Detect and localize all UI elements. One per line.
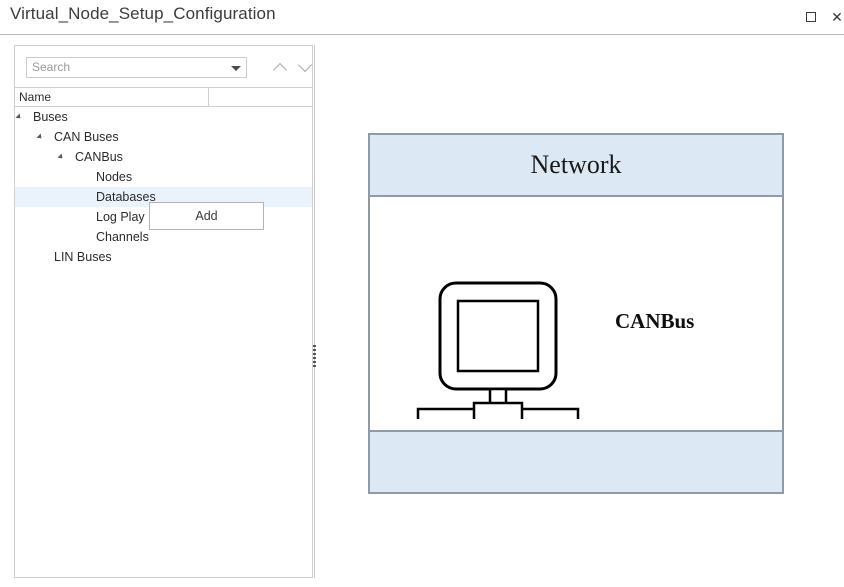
tree-item-label: Databases — [96, 190, 156, 204]
search-prev-button[interactable] — [271, 58, 290, 78]
tree-item-lin-buses[interactable]: LIN Buses — [15, 247, 312, 267]
tree-item-can-buses[interactable]: CAN Buses — [15, 127, 312, 147]
network-diagram-footer — [370, 430, 782, 492]
panel-splitter[interactable] — [313, 45, 316, 578]
tree-item-log-play[interactable]: Log Play — [15, 207, 312, 227]
tree-item-label: CANBus — [75, 150, 123, 164]
tree-expander-icon[interactable] — [57, 153, 65, 161]
tree-expander-icon[interactable] — [36, 133, 44, 141]
tree-column-header: Name — [15, 88, 312, 107]
title-bar: Virtual_Node_Setup_Configuration ✕ — [0, 0, 844, 34]
chevron-down-icon — [297, 57, 313, 73]
close-button[interactable]: ✕ — [826, 6, 844, 28]
tree-item-label: Channels — [96, 230, 149, 244]
tree-item-nodes[interactable]: Nodes — [15, 167, 312, 187]
column-divider[interactable] — [208, 88, 209, 107]
title-bar-separator — [0, 34, 844, 35]
chevron-down-icon[interactable] — [231, 66, 241, 71]
search-toolbar: Search — [15, 46, 313, 88]
chevron-up-icon — [272, 62, 288, 78]
close-icon: ✕ — [831, 9, 843, 25]
splitter-line — [314, 45, 315, 578]
maximize-button[interactable] — [800, 6, 822, 28]
tree-item-label: Nodes — [96, 170, 133, 184]
network-title: Network — [530, 150, 622, 179]
search-placeholder: Search — [32, 60, 71, 74]
column-header-name: Name — [19, 90, 52, 104]
tree-expander-icon[interactable] — [15, 113, 23, 121]
tree-item-label: Log Play — [96, 210, 145, 224]
tree-item-label: Buses — [33, 110, 68, 124]
search-input[interactable]: Search — [26, 57, 247, 78]
tree-item-canbus[interactable]: CANBus — [15, 147, 312, 167]
maximize-icon — [806, 12, 816, 22]
context-menu[interactable]: Add — [149, 202, 264, 230]
tree-item-buses[interactable]: Buses — [15, 107, 312, 127]
network-diagram[interactable]: Network CANBus — [368, 133, 784, 494]
tree-item-label: LIN Buses — [54, 250, 112, 264]
splitter-grip-icon[interactable] — [313, 345, 316, 367]
network-diagram-header: Network — [370, 135, 782, 197]
network-diagram-body: CANBus — [370, 197, 782, 430]
context-menu-item-add[interactable]: Add — [195, 209, 218, 223]
tree-item-channels[interactable]: Channels — [15, 227, 312, 247]
network-workstation-icon[interactable] — [412, 279, 587, 419]
tree-item-label: CAN Buses — [54, 130, 119, 144]
network-node-label: CANBus — [615, 309, 695, 333]
window-title: Virtual_Node_Setup_Configuration — [10, 4, 276, 23]
